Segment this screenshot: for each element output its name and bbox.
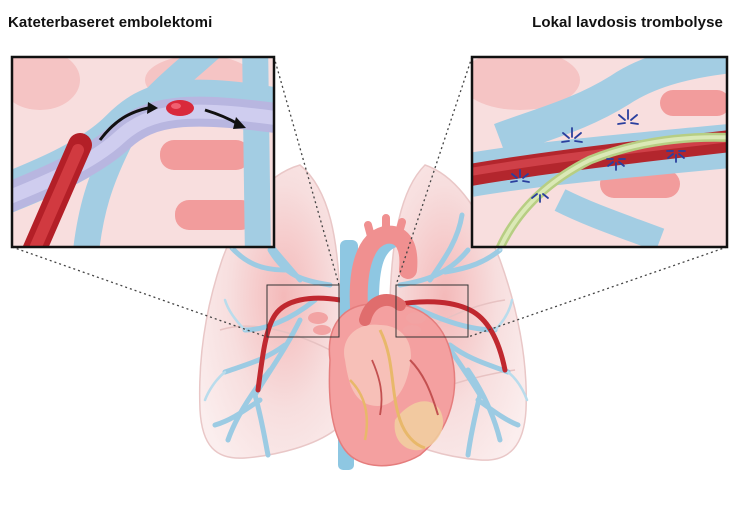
panel-thrombolysis [460, 50, 733, 260]
clot-icon [166, 100, 194, 116]
panel-embolectomy [0, 30, 290, 260]
